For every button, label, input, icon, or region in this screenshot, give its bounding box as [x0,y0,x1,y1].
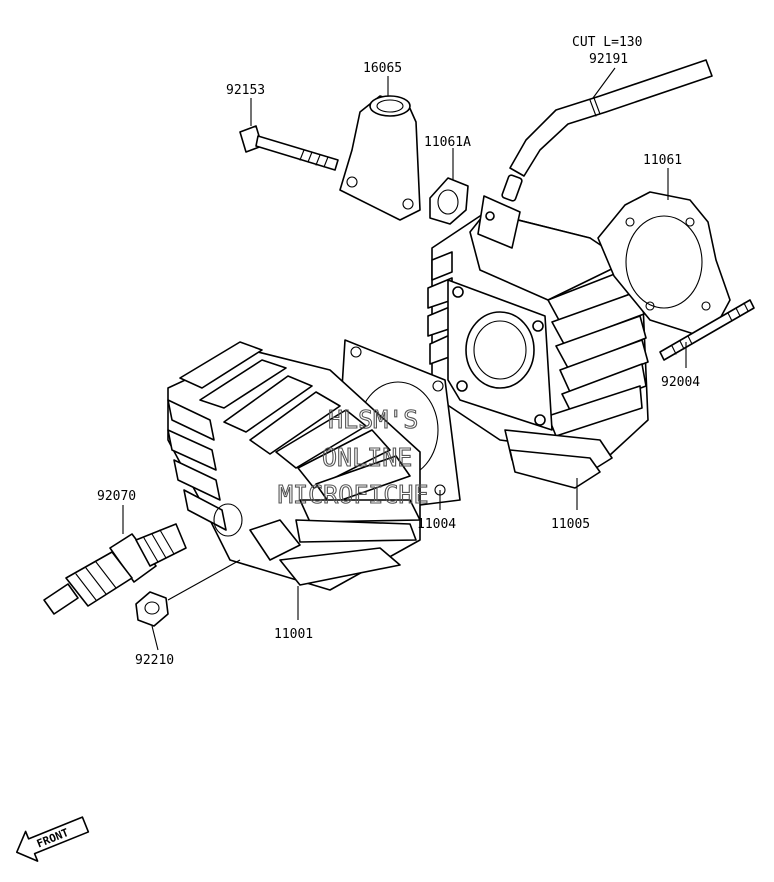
intake-elbow[interactable] [339,95,421,221]
callout-16065: 16065 [363,61,402,76]
front-arrow-icon [15,816,90,862]
watermark-line-3: MICROFICHE [278,480,429,509]
callout-11001: 11001 [274,627,313,642]
cylinder-head[interactable] [167,341,421,591]
callout-92004: 92004 [661,375,700,390]
elbow-gasket[interactable] [429,177,469,225]
callout-11061A: 11061A [424,135,471,150]
watermark-line-2: ONLINE [322,443,412,472]
callout-92070: 92070 [97,489,136,504]
breather-hose[interactable] [509,59,713,177]
callout-11061: 11061 [643,153,682,168]
callout-92191: 92191 [589,52,628,67]
callout-92191-note: CUT L=130 [572,35,642,50]
spark-plug[interactable] [43,523,187,615]
callout-92210: 92210 [135,653,174,668]
leader-lines [122,67,687,651]
callout-11004: 11004 [417,517,456,532]
front-arrow: FRONT [15,816,90,862]
bolt[interactable] [239,125,339,171]
callouts: 92153 16065 11061A CUT L=130 92191 11061… [97,35,700,668]
watermark: HLSM'S ONLINE MICROFICHE [277,404,429,509]
stud[interactable] [659,299,755,361]
cylinder-base-gasket[interactable] [597,191,731,335]
nut[interactable] [135,591,169,627]
callout-92153: 92153 [226,83,265,98]
cylinder[interactable] [427,174,649,489]
watermark-line-1: HLSM'S [328,405,418,434]
callout-11005: 11005 [551,517,590,532]
